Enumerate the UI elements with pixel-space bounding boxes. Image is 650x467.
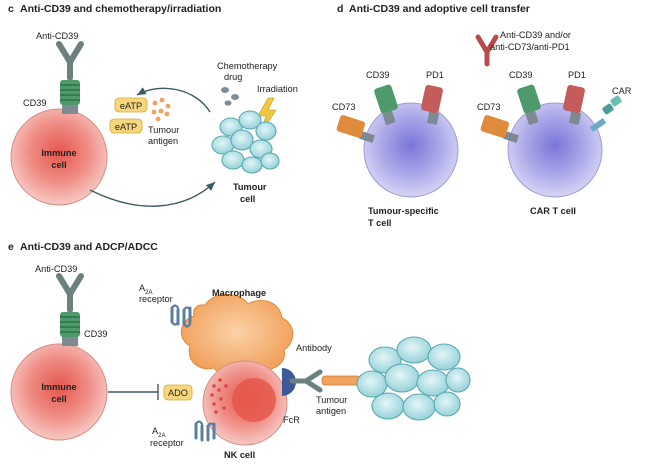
- antibody-red-icon: [475, 34, 499, 67]
- cd39-label: CD39: [23, 98, 47, 108]
- cd39-receptor-icon: [374, 84, 398, 126]
- panel-d-title: Anti-CD39 and adoptive cell transfer: [349, 3, 530, 15]
- cd39-label: CD39: [509, 70, 533, 80]
- panel-d: d Anti-CD39 and adoptive cell transfer A…: [332, 3, 632, 228]
- cd73-receptor-icon: [480, 115, 519, 143]
- antibody-label: Antibody: [296, 343, 332, 353]
- a2a-receptor-label-line1: A2A: [152, 426, 165, 439]
- tumour-cell-cluster: [211, 110, 280, 174]
- nk-cell-nucleus: [232, 378, 276, 422]
- panel-c-title: Anti-CD39 and chemotherapy/irradiation: [20, 3, 221, 15]
- panel-c: c Anti-CD39 and chemotherapy/irradiation…: [8, 3, 298, 207]
- immune-cell-label-line2: cell: [51, 394, 66, 404]
- tumour-antigen-dots-icon: [151, 97, 171, 122]
- cd73-receptor-icon: [336, 115, 375, 143]
- immune-cell-label-line1: Immune: [41, 382, 76, 392]
- a2a-receptor-icon: [170, 304, 192, 328]
- immune-cell: [10, 108, 108, 206]
- cd39-label: CD39: [84, 329, 108, 339]
- tumour-antigen-label-line2: antigen: [148, 136, 178, 146]
- fcr-label: FcR: [283, 415, 300, 425]
- panel-e: e Anti-CD39 and ADCP/ADCC Anti-CD39 Immu…: [8, 241, 471, 460]
- antibody-label-line1: Anti-CD39 and/or: [500, 30, 571, 40]
- anti-cd39-antibody-icon: [56, 41, 84, 81]
- chemo-drug-icon: [221, 87, 239, 106]
- anti-cd39-label: Anti-CD39: [35, 264, 77, 274]
- tumour-antigen-label-line2: antigen: [316, 406, 346, 416]
- irradiation-label: Irradiation: [257, 84, 298, 94]
- cd39-label: CD39: [366, 70, 390, 80]
- car-label: CAR: [612, 86, 632, 96]
- immune-cell-label-line1: Immune: [41, 148, 76, 158]
- a2a-receptor-icon: [194, 420, 216, 442]
- tumour-cell-label-line2: cell: [240, 194, 255, 204]
- tumour-cell-label-line1: Tumour: [233, 182, 267, 192]
- inhibition-arrow: [108, 384, 159, 400]
- pd1-label: PD1: [568, 70, 586, 80]
- panel-e-letter: e: [8, 241, 14, 253]
- tumour-antigen-icon: [321, 375, 361, 386]
- immune-cell-label-line2: cell: [51, 160, 66, 170]
- car-t-cell-label: CAR T cell: [530, 206, 576, 216]
- anti-cd39-label: Anti-CD39: [36, 31, 78, 41]
- eatp-label-1: eATP: [120, 101, 142, 111]
- anti-cd39-antibody-icon: [56, 273, 84, 313]
- immune-cell: [10, 343, 108, 441]
- release-arrow: [136, 87, 211, 113]
- tumour-specific-t-cell: [363, 102, 459, 198]
- tumour-antigen-label-line1: Tumour: [148, 125, 179, 135]
- car-receptor-icon: [589, 95, 622, 133]
- panel-d-letter: d: [337, 3, 343, 15]
- nk-granules-icon: [210, 378, 228, 414]
- ado-badge: [163, 384, 193, 401]
- tumour-specific-label-line2: T cell: [368, 218, 392, 228]
- tumour-antigen-label-line1: Tumour: [316, 395, 347, 405]
- pd1-receptor-icon: [563, 84, 585, 125]
- a2a-receptor-label-line2: receptor: [150, 438, 184, 448]
- nk-cell-label: NK cell: [224, 450, 255, 460]
- chemo-drug-label-line2: drug: [224, 72, 242, 82]
- cd39-receptor-icon: [517, 84, 541, 126]
- pd1-label: PD1: [426, 70, 444, 80]
- car-t-cell: [507, 102, 603, 198]
- cd39-receptor-icon: [60, 312, 80, 346]
- antibody-label-line2: anti-CD73/anti-PD1: [490, 42, 570, 52]
- cd39-receptor-icon: [60, 80, 80, 114]
- eatp-badge: [109, 118, 143, 134]
- a2a-receptor-label-line1: A2A: [139, 283, 152, 296]
- eatp-badge: [114, 97, 148, 113]
- pd1-receptor-icon: [421, 84, 443, 125]
- chemo-drug-label-line1: Chemotherapy: [217, 61, 278, 71]
- panel-c-letter: c: [8, 3, 14, 15]
- a2a-receptor-label-line2: receptor: [139, 294, 173, 304]
- eatp-label-2: eATP: [115, 122, 137, 132]
- antibody-icon: [289, 369, 323, 393]
- fcr-receptor-icon: [281, 367, 296, 396]
- cd73-label: CD73: [477, 102, 501, 112]
- cd73-label: CD73: [332, 102, 356, 112]
- tumour-cell-cluster: [356, 336, 471, 421]
- tumour-specific-label-line1: Tumour-specific: [368, 206, 439, 216]
- ado-label: ADO: [168, 388, 188, 398]
- panel-e-title: Anti-CD39 and ADCP/ADCC: [20, 241, 158, 253]
- attack-arrow: [89, 181, 216, 207]
- macrophage-label: Macrophage: [212, 288, 266, 298]
